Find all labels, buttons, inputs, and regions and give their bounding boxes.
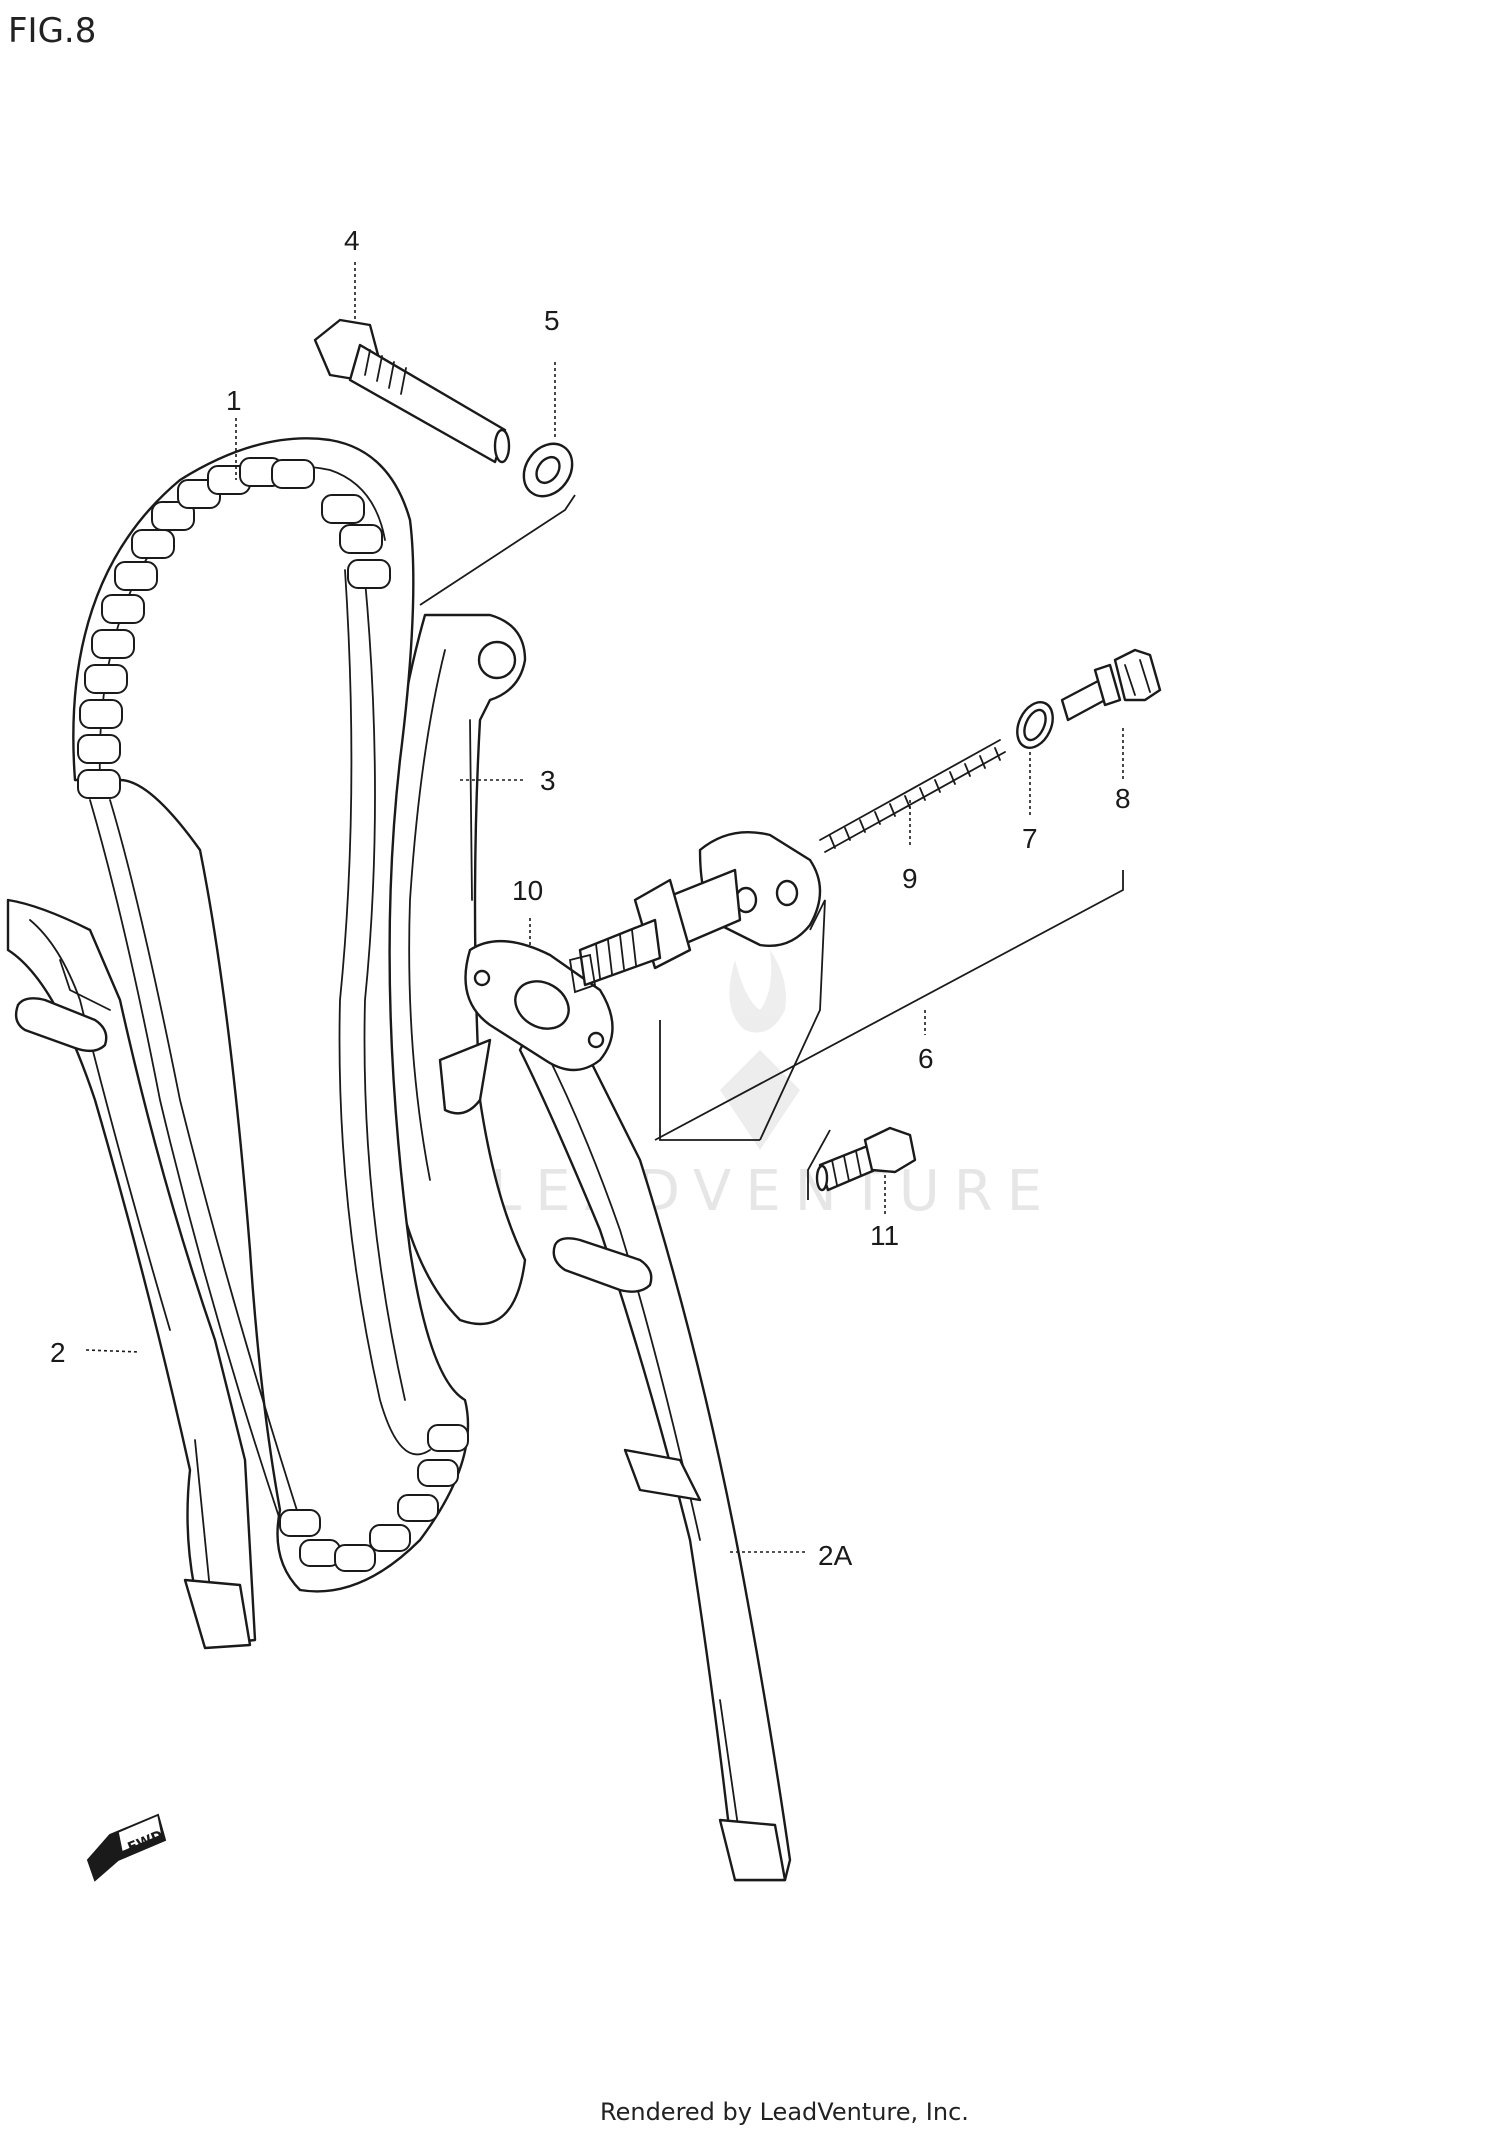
chain-links-top — [77, 457, 391, 799]
washer — [522, 442, 574, 498]
callout-4: 4 — [344, 225, 360, 256]
callout-9: 9 — [902, 863, 918, 894]
cap-bolt — [1060, 648, 1162, 722]
callouts: 1 2 2A 3 4 5 6 7 8 9 10 11 — [50, 225, 1131, 1571]
leader-lines — [85, 262, 1124, 1553]
figure-label: FIG.8 — [8, 11, 96, 51]
o-ring — [1016, 701, 1054, 749]
footer-credit: Rendered by LeadVenture, Inc. — [600, 2098, 969, 2126]
callout-8: 8 — [1115, 783, 1131, 814]
callout-5: 5 — [544, 305, 560, 336]
callout-7: 7 — [1022, 823, 1038, 854]
chain-links-bottom — [279, 1424, 469, 1572]
chain-guide-left — [6, 898, 257, 1650]
callout-10: 10 — [512, 875, 543, 906]
chain-guide-right — [518, 1028, 792, 1882]
fwd-arrow: FWD — [86, 1813, 167, 1882]
cam-chain — [72, 437, 470, 1593]
mounting-bolt — [815, 1126, 917, 1192]
callout-11: 11 — [870, 1220, 899, 1251]
pivot-bolt — [313, 318, 511, 464]
tensioner-arm — [376, 613, 527, 1326]
callout-2a: 2A — [818, 1540, 853, 1571]
callout-1: 1 — [226, 385, 242, 416]
callout-6: 6 — [918, 1043, 934, 1074]
tensioner-gasket — [464, 940, 614, 1072]
tensioner-spring — [819, 739, 1006, 853]
tensioner-assembly — [568, 831, 822, 994]
callout-2: 2 — [50, 1337, 66, 1368]
callout-3: 3 — [540, 765, 556, 796]
